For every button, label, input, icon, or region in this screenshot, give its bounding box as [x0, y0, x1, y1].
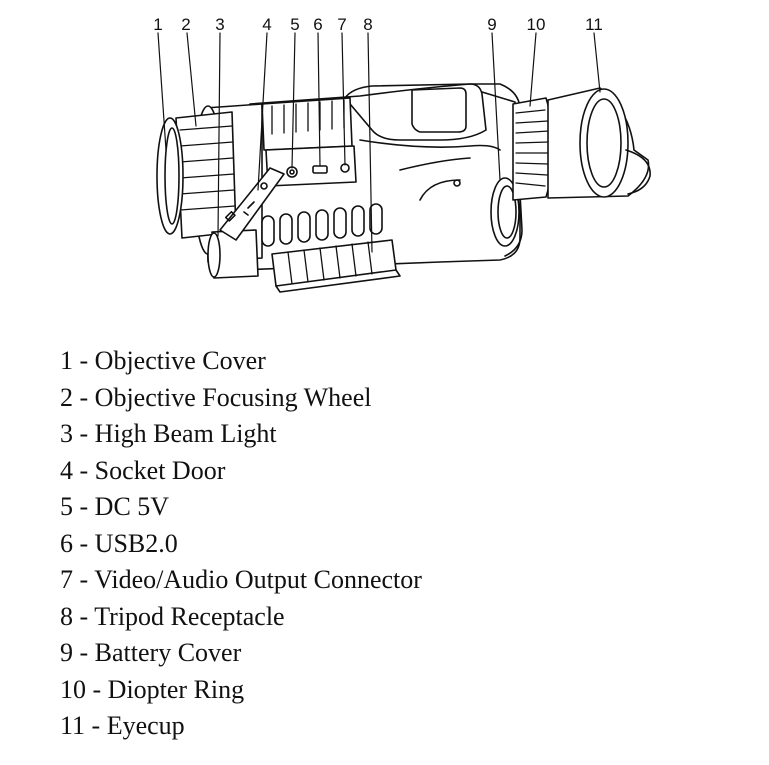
callout-8: 8	[363, 15, 372, 34]
diopter-ring-ridges	[515, 109, 550, 187]
legend-item: 3 - High Beam Light	[60, 416, 422, 453]
legend-number: 2	[60, 382, 73, 412]
legend-separator: -	[73, 346, 95, 375]
callout-2: 2	[181, 15, 190, 34]
objective-cover-inner	[164, 127, 180, 225]
legend-item: 11 - Eyecup	[60, 708, 422, 745]
eyecup-rim	[579, 88, 629, 198]
callout-11: 11	[585, 15, 603, 34]
top-grip	[261, 97, 353, 151]
legend-separator: -	[73, 382, 95, 412]
legend-separator: -	[73, 528, 95, 558]
legend-separator: -	[73, 565, 95, 594]
legend-label: Tripod Receptacle	[94, 601, 285, 631]
legend-separator: -	[73, 638, 95, 667]
callout-6: 6	[313, 15, 322, 34]
callout-4: 4	[262, 15, 271, 34]
legend-number: 7	[60, 565, 73, 594]
leader-lines	[157, 32, 601, 253]
eyecup-rim-inner	[586, 98, 622, 188]
top-hump	[344, 83, 487, 141]
legend-item: 9 - Battery Cover	[60, 635, 422, 672]
legend-number: 10	[60, 674, 86, 704]
top-panel	[411, 87, 467, 133]
legend-separator: -	[86, 674, 108, 704]
legend-item: 4 - Socket Door	[60, 453, 422, 490]
battery-cover-inner	[497, 185, 517, 239]
legend-separator: -	[73, 601, 95, 631]
callout-5: 5	[290, 15, 299, 34]
legend-number: 9	[60, 638, 73, 667]
legend-item: 6 - USB2.0	[60, 526, 422, 563]
focus-wheel-ridges	[179, 125, 236, 211]
legend-separator: -	[73, 492, 95, 521]
legend-number: 4	[60, 455, 73, 485]
legend-label: Eyecup	[106, 711, 185, 740]
side-ridge	[359, 139, 501, 151]
legend-separator: -	[85, 711, 107, 740]
legend-label: DC 5V	[94, 492, 170, 521]
legend-label: Battery Cover	[94, 638, 242, 667]
legend-label: Diopter Ring	[107, 674, 245, 704]
legend-number: 11	[60, 711, 86, 740]
legend-number: 8	[60, 601, 73, 631]
legend-separator: -	[73, 419, 95, 448]
legend-label: USB2.0	[94, 528, 178, 558]
legend-label: High Beam Light	[94, 419, 277, 448]
body-screw	[453, 179, 461, 187]
legend-item: 5 - DC 5V	[60, 489, 422, 526]
callout-3: 3	[215, 15, 224, 34]
legend-item: 1 - Objective Cover	[60, 343, 422, 380]
parts-legend: 1 - Objective Cover 2 - Objective Focusi…	[60, 343, 422, 745]
rear-housing	[481, 91, 523, 257]
battery-cover	[490, 177, 520, 247]
legend-item: 8 - Tripod Receptacle	[60, 599, 422, 636]
lower-grip	[261, 203, 383, 247]
callout-7: 7	[337, 15, 346, 34]
legend-item: 10 - Diopter Ring	[60, 672, 422, 709]
device-illustration: 1 2 3 4 5 6 7 8 9 10 11	[0, 0, 769, 320]
callout-10: 10	[527, 15, 546, 34]
legend-label: Socket Door	[94, 455, 226, 485]
legend-separator: -	[73, 455, 95, 485]
callout-9: 9	[487, 15, 496, 34]
legend-item: 2 - Objective Focusing Wheel	[60, 380, 422, 417]
legend-item: 7 - Video/Audio Output Connector	[60, 562, 422, 599]
monocular-drawing: 1 2 3 4 5 6 7 8 9 10 11	[153, 15, 651, 293]
legend-label: Objective Focusing Wheel	[94, 382, 372, 412]
callout-1: 1	[153, 15, 162, 34]
legend-number: 5	[60, 492, 73, 521]
legend-label: Objective Cover	[94, 346, 266, 375]
legend-label: Video/Audio Output Connector	[94, 565, 422, 594]
high-beam-lens	[207, 232, 221, 278]
legend-number: 3	[60, 419, 73, 448]
eyecup-flap	[625, 149, 651, 195]
legend-number: 1	[60, 346, 73, 375]
side-curve	[399, 157, 471, 171]
objective-cover	[156, 117, 184, 235]
legend-number: 6	[60, 528, 73, 558]
tripod-rail-teeth	[287, 241, 373, 285]
